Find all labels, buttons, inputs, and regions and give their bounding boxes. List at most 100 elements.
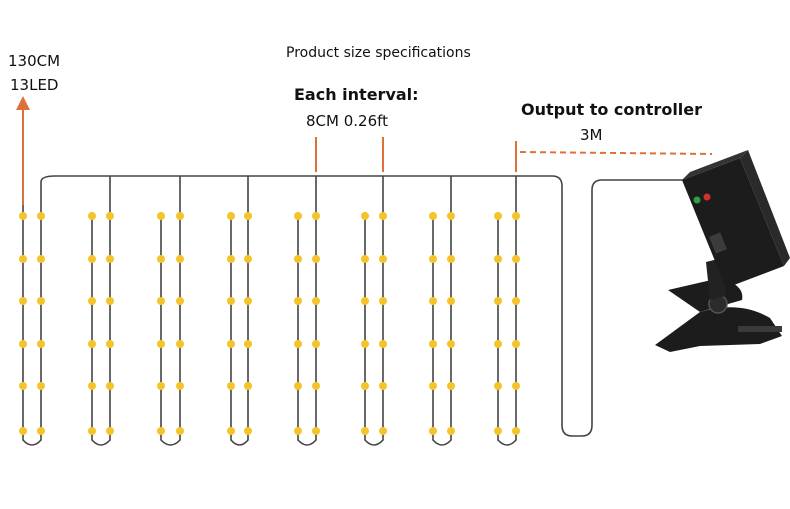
led-bulb-icon [361, 340, 369, 348]
interval-label: Each interval: [294, 85, 419, 104]
output-value: 3M [580, 126, 603, 144]
led-bulb-icon [227, 212, 235, 220]
led-bulb-icon [176, 427, 184, 435]
led-bulb-icon [244, 427, 252, 435]
controller-green-button [693, 196, 701, 204]
led-bulb-icon [361, 382, 369, 390]
led-bulb-icon [361, 255, 369, 263]
led-bulb-icon [19, 382, 27, 390]
led-bulb-icon [512, 297, 520, 305]
led-bulb-icon [379, 340, 387, 348]
led-bulb-icon [19, 340, 27, 348]
led-bulb-icon [429, 340, 437, 348]
led-bulb-icon [157, 255, 165, 263]
led-bulb-icon [106, 427, 114, 435]
strand-led-count-label: 13LED [10, 76, 59, 94]
led-bulb-icon [379, 255, 387, 263]
led-bulb-icon [294, 382, 302, 390]
led-bulb-icon [176, 382, 184, 390]
led-bulb-icon [512, 427, 520, 435]
led-bulb-icon [157, 340, 165, 348]
strand-wire [497, 176, 517, 446]
led-bulb-icon [447, 427, 455, 435]
led-bulb-icon [227, 340, 235, 348]
strand-wire [230, 176, 249, 446]
led-bulb-icon [447, 382, 455, 390]
led-bulb-icon [312, 255, 320, 263]
led-bulb-icon [512, 340, 520, 348]
led-bulb-icon [88, 297, 96, 305]
led-bulb-icon [379, 382, 387, 390]
led-bulb-icon [19, 255, 27, 263]
led-bulb-icon [294, 212, 302, 220]
led-bulb-icon [19, 427, 27, 435]
led-bulb-icon [19, 297, 27, 305]
led-bulb-icon [379, 297, 387, 305]
led-bulb-icon [244, 382, 252, 390]
led-bulb-icon [37, 212, 45, 220]
controller-display [709, 232, 727, 254]
led-bulb-icon [176, 297, 184, 305]
led-bulb-icon [361, 427, 369, 435]
led-bulb-icon [294, 340, 302, 348]
led-bulb-icon [429, 212, 437, 220]
strand-wire [160, 176, 181, 446]
led-bulb-icon [176, 340, 184, 348]
led-bulb-icon [227, 297, 235, 305]
output-label: Output to controller [521, 100, 703, 119]
led-bulb-icon [37, 255, 45, 263]
led-layer [19, 212, 520, 435]
led-bulb-icon [361, 297, 369, 305]
led-bulb-icon [19, 212, 27, 220]
strand-wire [297, 176, 317, 446]
led-bulb-icon [106, 340, 114, 348]
controller-assembly [655, 150, 790, 352]
length-arrow-head [16, 96, 30, 110]
led-bulb-icon [37, 340, 45, 348]
led-bulb-icon [106, 297, 114, 305]
led-bulb-icon [157, 427, 165, 435]
led-bulb-icon [447, 255, 455, 263]
led-bulb-icon [37, 297, 45, 305]
led-bulb-icon [157, 382, 165, 390]
led-bulb-icon [106, 382, 114, 390]
led-bulb-icon [244, 255, 252, 263]
strand-wire [364, 176, 384, 446]
led-bulb-icon [447, 340, 455, 348]
led-bulb-icon [494, 382, 502, 390]
led-bulb-icon [429, 382, 437, 390]
led-bulb-icon [494, 212, 502, 220]
diagram-heading: Product size specifications [286, 45, 471, 61]
led-bulb-icon [379, 212, 387, 220]
led-bulb-icon [312, 297, 320, 305]
led-bulb-icon [312, 340, 320, 348]
led-bulb-icon [106, 212, 114, 220]
led-bulb-icon [244, 340, 252, 348]
interval-value: 8CM 0.26ft [306, 112, 389, 130]
strand-wire [432, 176, 452, 446]
led-bulb-icon [88, 340, 96, 348]
led-bulb-icon [294, 297, 302, 305]
led-bulb-icon [88, 427, 96, 435]
led-bulb-icon [494, 340, 502, 348]
led-bulb-icon [379, 427, 387, 435]
led-bulb-icon [157, 212, 165, 220]
led-bulb-icon [294, 427, 302, 435]
callouts [16, 96, 713, 205]
led-bulb-icon [157, 297, 165, 305]
led-bulb-icon [37, 382, 45, 390]
led-bulb-icon [312, 382, 320, 390]
led-bulb-icon [429, 255, 437, 263]
led-bulb-icon [227, 255, 235, 263]
led-bulb-icon [512, 382, 520, 390]
output-dashed-line [519, 151, 713, 155]
led-bulb-icon [294, 255, 302, 263]
led-bulb-icon [88, 255, 96, 263]
led-bulb-icon [88, 382, 96, 390]
wire-layer [22, 175, 690, 446]
led-bulb-icon [312, 212, 320, 220]
led-bulb-icon [244, 212, 252, 220]
led-bulb-icon [88, 212, 96, 220]
